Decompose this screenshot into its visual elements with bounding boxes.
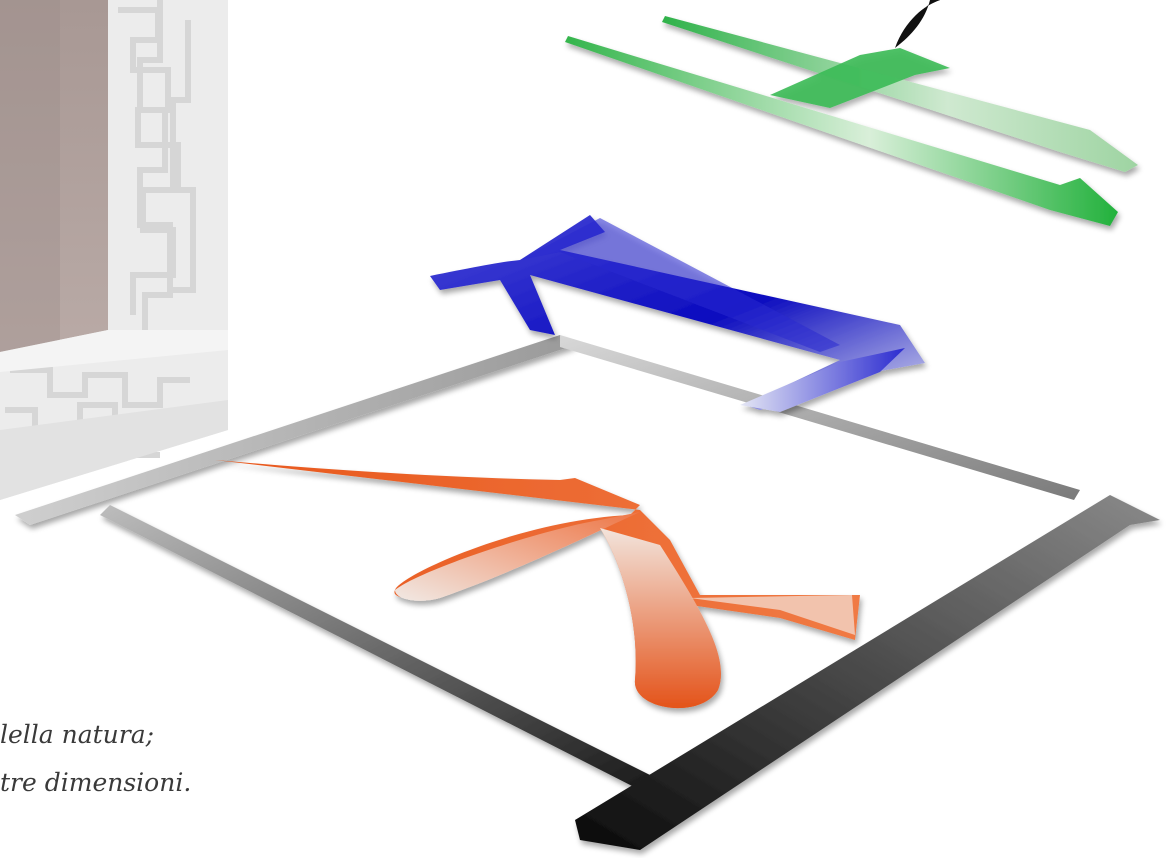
brush-icon xyxy=(895,0,940,48)
stroke-middle-blue xyxy=(430,215,925,412)
window-lattice xyxy=(0,0,228,500)
stroke-top-green xyxy=(565,16,1138,226)
caption-line-2: tre dimensioni. xyxy=(0,768,191,797)
stroke-bottom-red xyxy=(215,460,860,708)
caption-line-1: lella natura; xyxy=(0,720,154,749)
